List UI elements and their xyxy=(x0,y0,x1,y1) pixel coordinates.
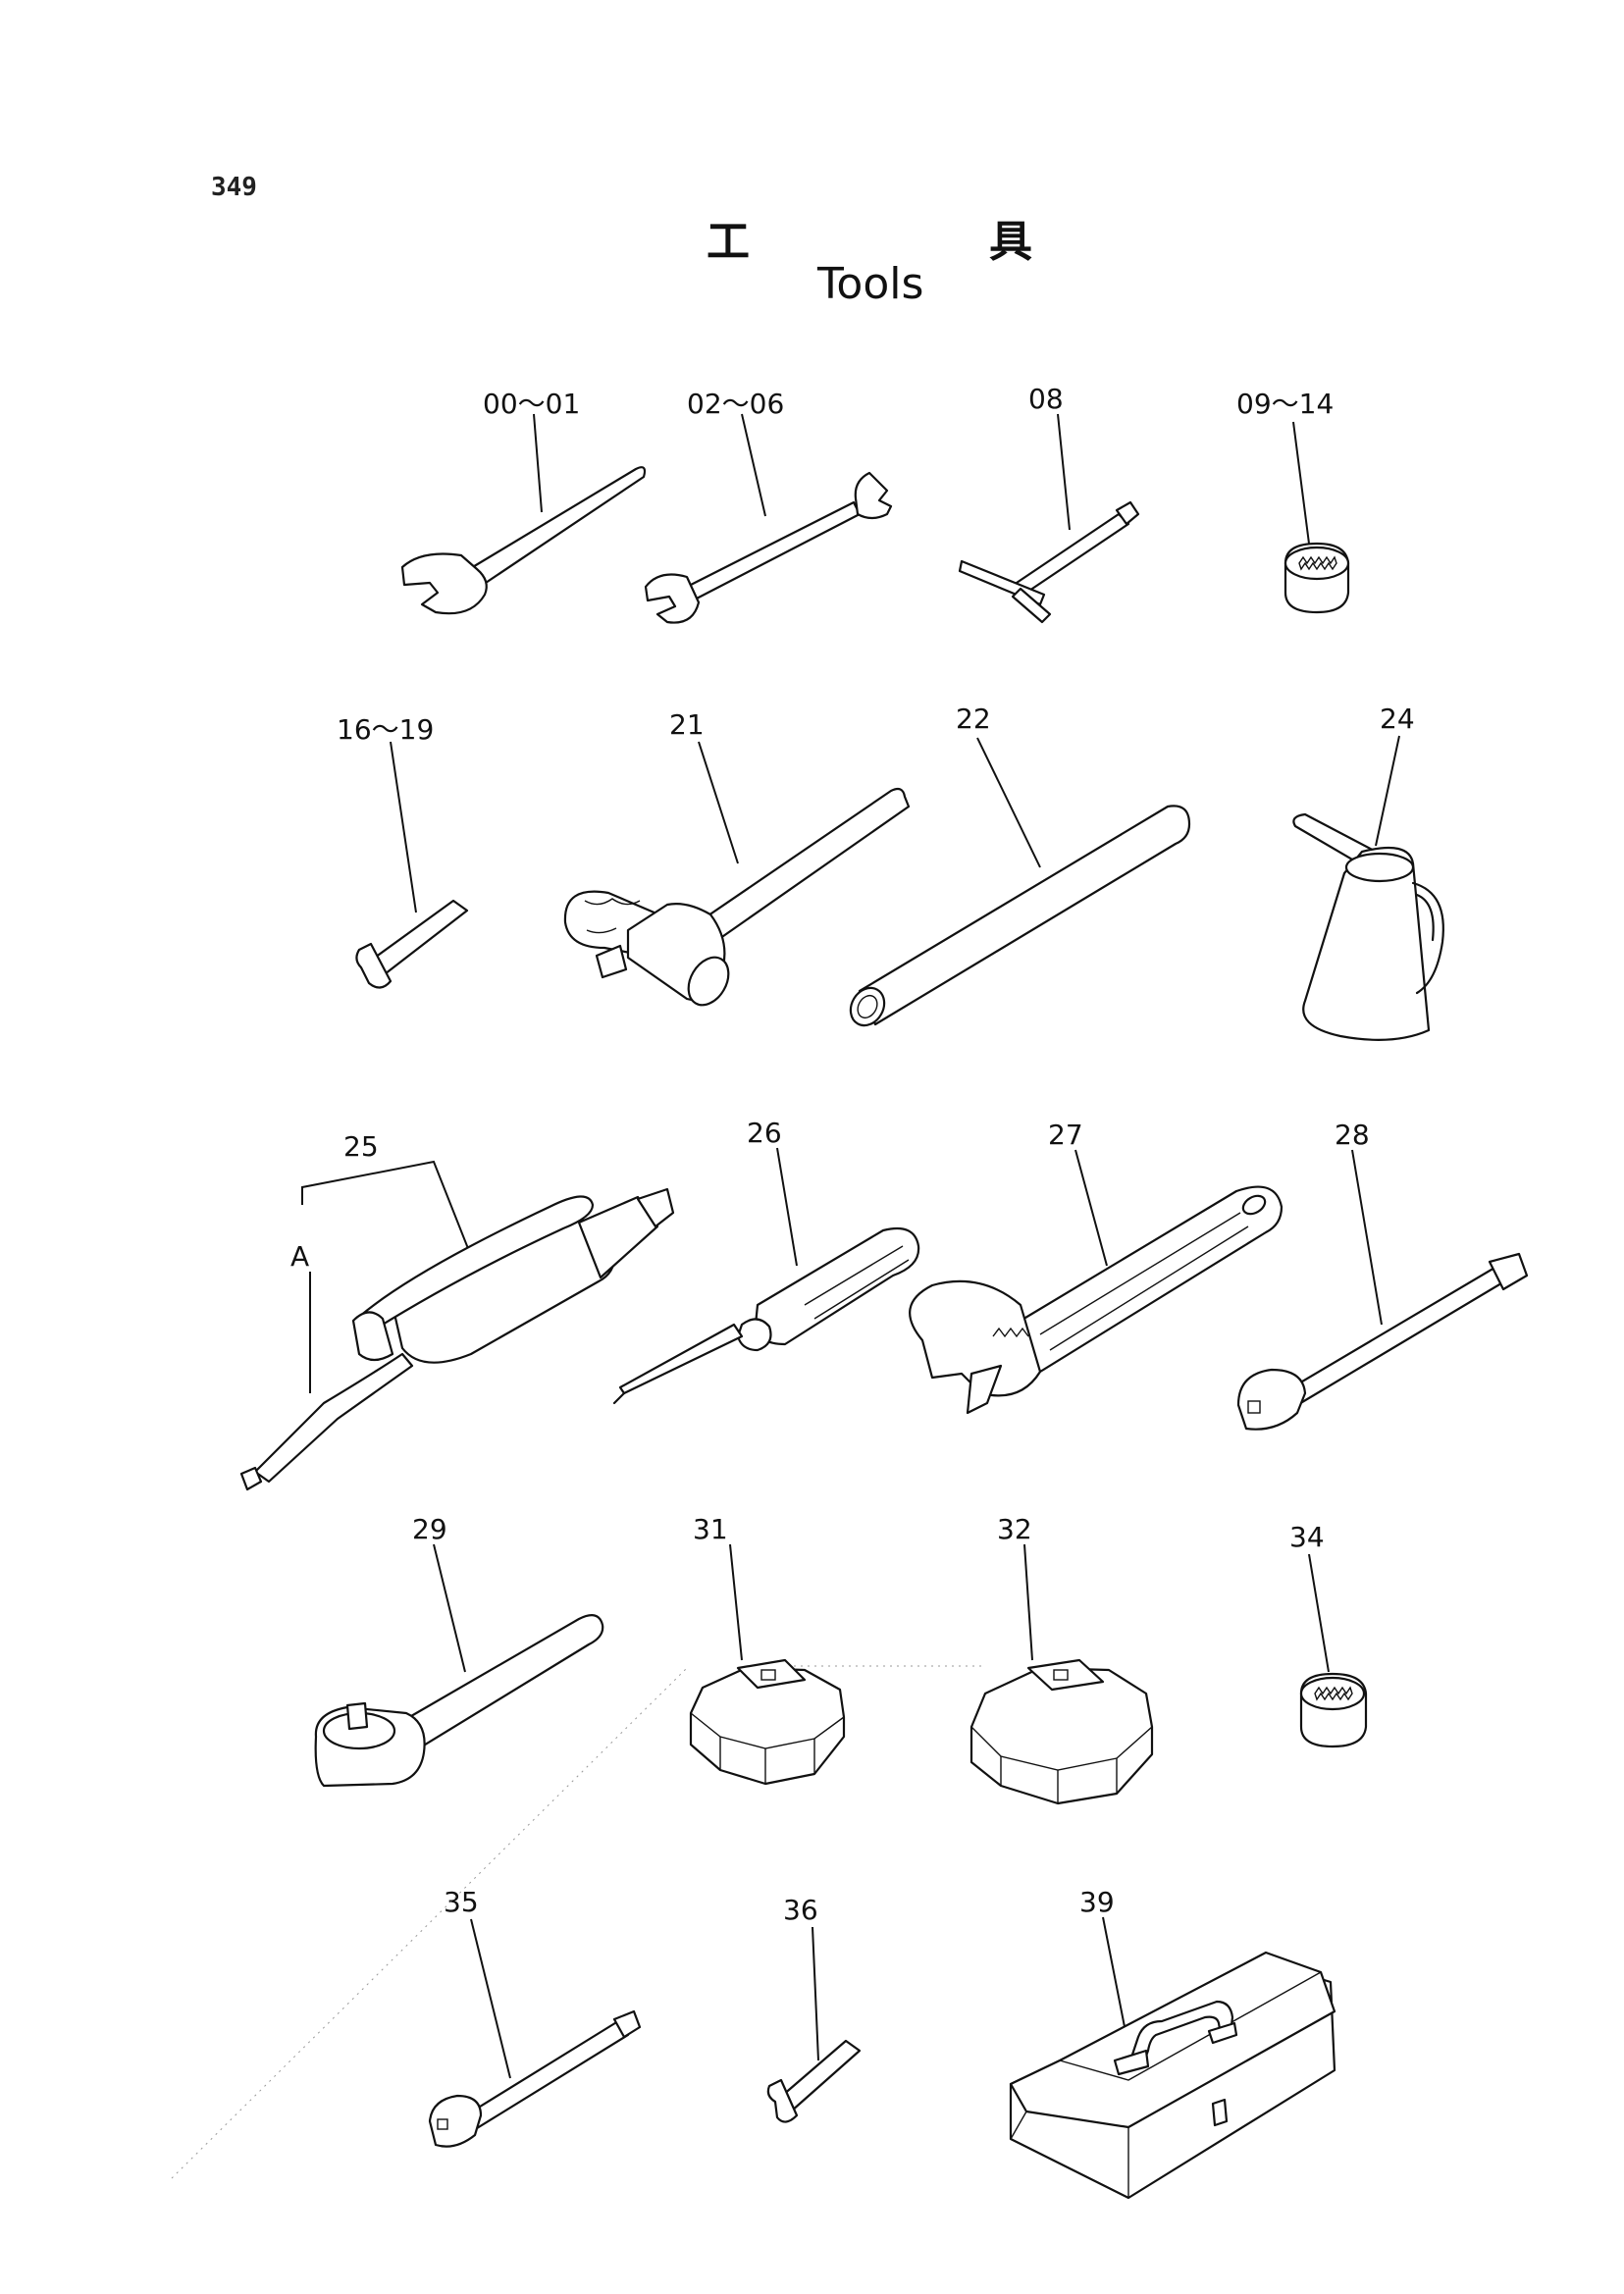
callout-29: 29 xyxy=(412,1513,447,1545)
filter-cap-wrench-icon xyxy=(689,1543,846,1786)
socket-icon xyxy=(1283,421,1350,614)
pipe-icon xyxy=(849,737,1191,1027)
callout-34: 34 xyxy=(1289,1521,1325,1553)
t-handle-wrench-icon xyxy=(958,413,1140,624)
callout-35: 35 xyxy=(444,1886,479,1918)
callout-31: 31 xyxy=(693,1513,728,1545)
callout-27: 27 xyxy=(1048,1119,1083,1151)
toolbox-icon xyxy=(1009,1916,1336,2200)
callout-32: 32 xyxy=(997,1513,1032,1545)
callout-02-06: 02～06 xyxy=(687,388,785,420)
page-number: 349 xyxy=(211,173,257,202)
adjustable-wrench-icon xyxy=(909,1149,1283,1415)
callout-22: 22 xyxy=(956,703,991,735)
screwdriver-icon xyxy=(612,1147,920,1405)
page-title: Tools xyxy=(817,259,924,309)
callout-36: 36 xyxy=(783,1894,818,1926)
callout-28: 28 xyxy=(1335,1119,1370,1151)
socket-icon-34 xyxy=(1299,1553,1368,1748)
callout-24: 24 xyxy=(1380,703,1415,735)
oil-can-icon xyxy=(1292,735,1444,1041)
socket-extension-short-icon xyxy=(428,1918,642,2148)
ratchet-handle-icon xyxy=(314,1543,604,1788)
callout-21: 21 xyxy=(669,708,705,741)
open-end-wrench-icon xyxy=(400,413,647,615)
callout-00-01: 00～01 xyxy=(483,388,581,420)
hex-key-small-icon xyxy=(766,1926,862,2123)
hex-key-icon xyxy=(355,741,469,989)
callout-16-19: 16～19 xyxy=(337,713,435,746)
filter-cap-wrench-large-icon xyxy=(969,1543,1154,1805)
callout-39: 39 xyxy=(1079,1886,1115,1918)
callout-09-14: 09～14 xyxy=(1236,388,1335,420)
socket-extension-icon xyxy=(1236,1149,1529,1431)
callout-25-a: A xyxy=(290,1240,310,1273)
callout-08: 08 xyxy=(1028,383,1064,415)
title-jp-left-char: 工 xyxy=(707,217,750,267)
scan-artifact-line xyxy=(171,1667,688,2179)
callout-25: 25 xyxy=(343,1130,379,1163)
title-jp-right-char: 具 xyxy=(989,217,1032,267)
callout-26: 26 xyxy=(747,1117,782,1149)
hammer-icon xyxy=(563,741,911,1007)
grease-gun-icon xyxy=(239,1160,675,1491)
double-open-end-wrench-icon xyxy=(644,413,893,624)
